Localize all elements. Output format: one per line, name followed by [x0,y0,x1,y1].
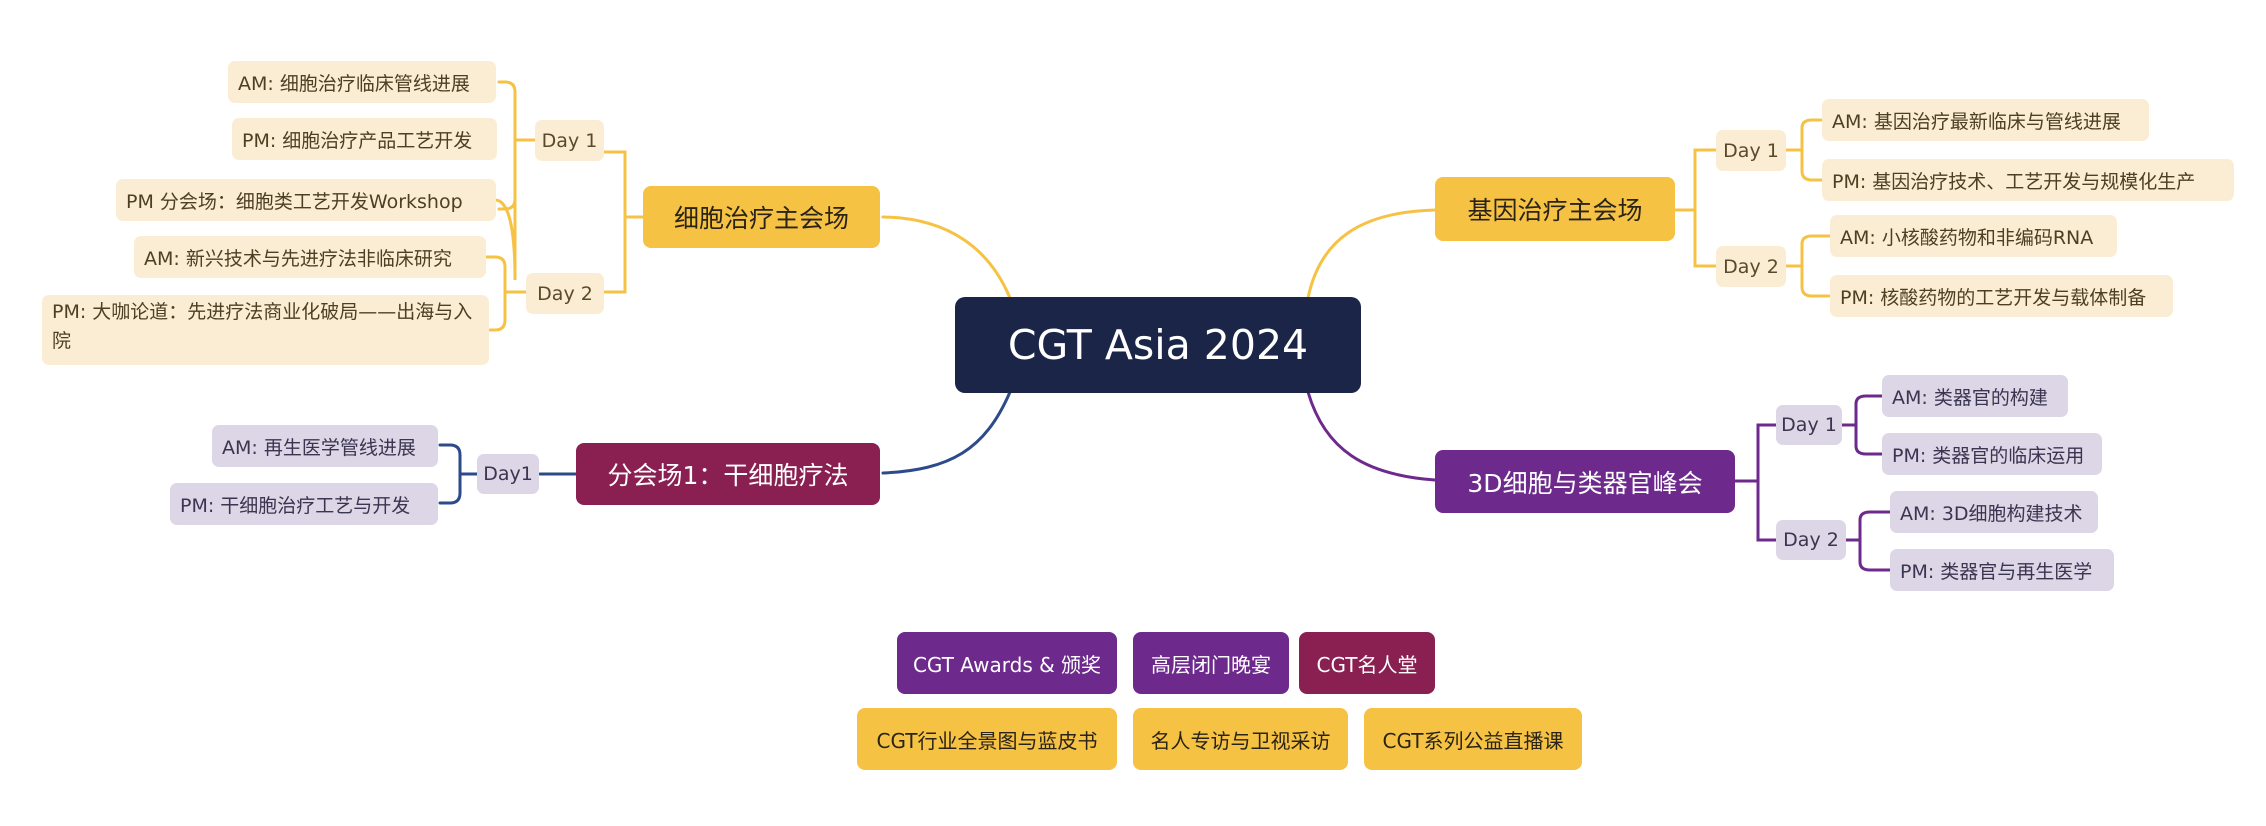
gene-main-day2-am: AM: 小核酸药物和非编码RNA [1830,215,2117,257]
organoid-day2-pm: PM: 类器官与再生医学 [1890,549,2114,591]
connector-root-stem-cell [881,390,1012,475]
branch-organoid-summit: 3D细胞与类器官峰会 [1435,450,1735,513]
connector-stem-cell-group [438,443,578,505]
tag-cgt-hall-of-fame: CGT名人堂 [1299,632,1435,694]
gene-main-day1: Day 1 [1716,130,1786,171]
organoid-day1-pm: PM: 类器官的临床运用 [1882,433,2102,475]
gene-main-day1-pm: PM: 基因治疗技术、工艺开发与规模化生产 [1822,159,2234,201]
connector-root-organoid [1306,390,1437,482]
tag-interviews: 名人专访与卫视采访 [1133,708,1348,770]
organoid-day2: Day 2 [1776,520,1846,560]
stem-cell-day1-am: AM: 再生医学管线进展 [212,425,438,467]
connector-cell-main-group [485,80,645,332]
branch-stem-cell: 分会场1：干细胞疗法 [576,443,880,505]
cell-main-day1-am: AM: 细胞治疗临床管线进展 [228,61,496,103]
connector-organoid-group [1733,394,1892,572]
connector-root-cell-main [881,215,1012,300]
connector-root-gene-main [1306,208,1437,300]
stem-cell-day1: Day1 [477,454,539,494]
connector-gene-main-group [1673,118,1832,298]
tag-cgt-awards: CGT Awards & 颁奖 [897,632,1117,694]
stem-cell-day1-pm: PM: 干细胞治疗工艺与开发 [170,483,438,525]
cell-main-day2-am: AM: 新兴技术与先进疗法非临床研究 [134,236,486,278]
branch-cell-therapy-main: 细胞治疗主会场 [643,186,880,248]
organoid-day2-am: AM: 3D细胞构建技术 [1890,491,2098,533]
cell-main-day1-pm-workshop: PM 分会场：细胞类工艺开发Workshop [116,179,496,221]
organoid-day1: Day 1 [1776,405,1842,445]
branch-gene-therapy-main: 基因治疗主会场 [1435,177,1675,241]
cell-main-day2: Day 2 [526,273,604,314]
tag-executive-dinner: 高层闭门晚宴 [1133,632,1289,694]
cell-main-day2-pm: PM: 大咖论道：先进疗法商业化破局——出海与入院 [42,295,489,365]
cell-main-day1: Day 1 [535,120,604,161]
gene-main-day2-pm: PM: 核酸药物的工艺开发与载体制备 [1830,275,2173,317]
gene-main-day1-am: AM: 基因治疗最新临床与管线进展 [1822,99,2149,141]
cell-main-day1-pm: PM: 细胞治疗产品工艺开发 [232,118,497,160]
organoid-day1-am: AM: 类器官的构建 [1882,375,2068,417]
root-node: CGT Asia 2024 [955,297,1361,393]
tag-livestream-courses: CGT系列公益直播课 [1364,708,1582,770]
tag-industry-landscape: CGT行业全景图与蓝皮书 [857,708,1117,770]
gene-main-day2: Day 2 [1716,246,1786,287]
